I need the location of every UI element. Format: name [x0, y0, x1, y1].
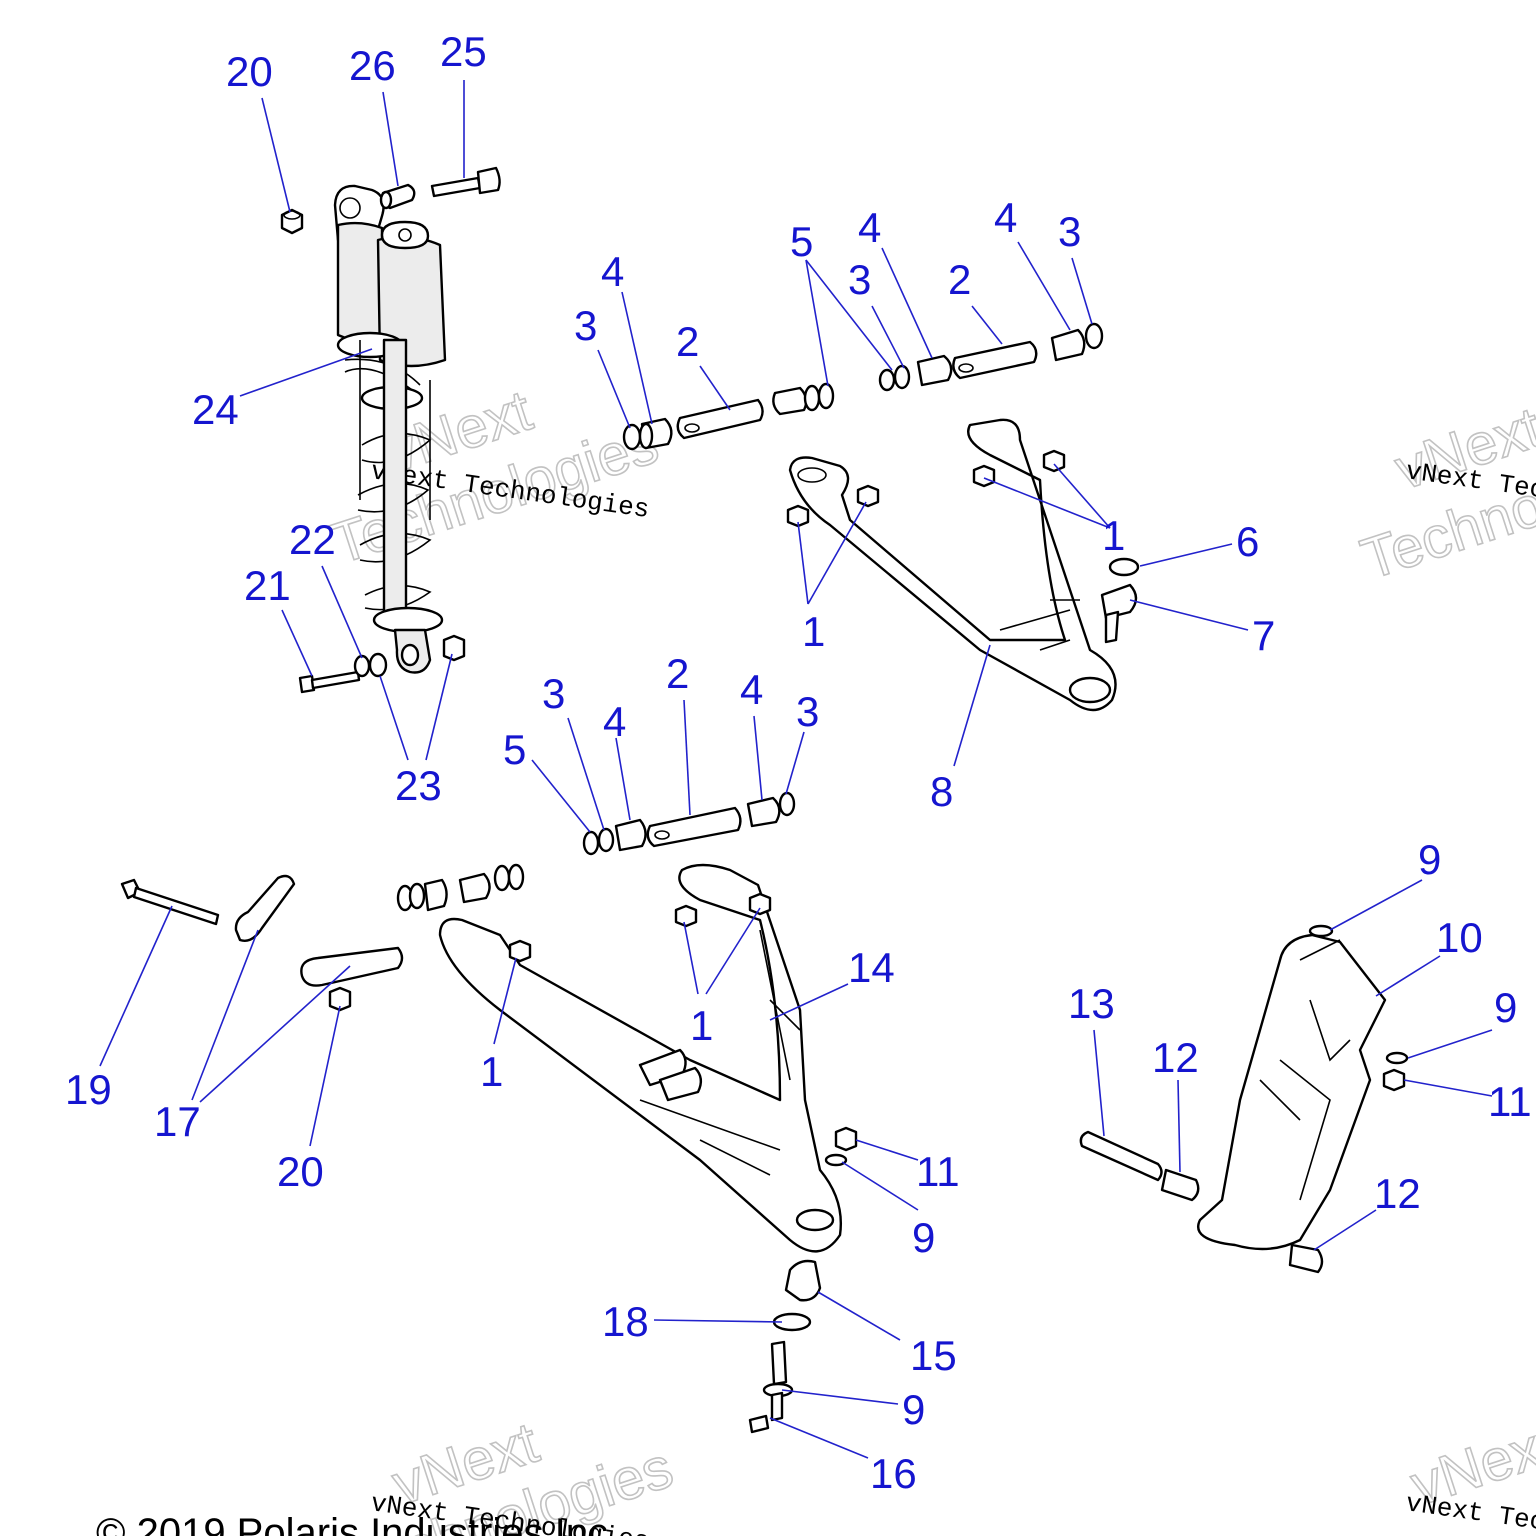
- callout-4-c: 4: [994, 194, 1017, 241]
- callout-3-a: 3: [574, 302, 597, 349]
- upper-arm-pivot-set-right: [878, 322, 1104, 392]
- callout-14: 14: [848, 944, 895, 991]
- callout-numbers: 20 26 25 24 3 4 2 5 3 4 2 4 3 1 6 7 1 8 …: [65, 28, 1532, 1497]
- callout-20-bottom: 20: [277, 1148, 324, 1195]
- callout-11-b: 11: [1488, 1078, 1532, 1125]
- callout-3-b: 3: [848, 256, 871, 303]
- callout-5-b: 5: [503, 726, 526, 773]
- callout-9-b: 9: [902, 1386, 925, 1433]
- callout-2-c: 2: [666, 650, 689, 697]
- callout-21: 21: [244, 562, 291, 609]
- shock-bottom-hardware: [298, 634, 466, 694]
- callout-3-c: 3: [1058, 208, 1081, 255]
- callout-10: 10: [1436, 914, 1483, 961]
- lower-ball-joint: [748, 1259, 822, 1434]
- callout-18: 18: [602, 1298, 649, 1345]
- callout-12-a: 12: [1152, 1034, 1199, 1081]
- callout-9-d: 9: [1494, 984, 1517, 1031]
- callout-6: 6: [1236, 518, 1259, 565]
- callout-1-c: 1: [480, 1048, 503, 1095]
- callout-7: 7: [1252, 612, 1275, 659]
- callout-1-d: 1: [690, 1002, 713, 1049]
- callout-2-a: 2: [676, 318, 699, 365]
- callout-20-top: 20: [226, 48, 273, 95]
- knuckle-bracket: [1197, 924, 1409, 1251]
- shock-absorber: [333, 184, 447, 674]
- callout-11-a: 11: [916, 1148, 960, 1195]
- knuckle-pin-hardware: [1079, 1130, 1324, 1274]
- callout-19: 19: [65, 1066, 112, 1113]
- ball-joint-upper: [1100, 557, 1140, 644]
- callout-22: 22: [289, 516, 336, 563]
- callout-4-d: 4: [603, 698, 626, 745]
- callout-4-b: 4: [858, 204, 881, 251]
- callout-1-a: 1: [1102, 512, 1125, 559]
- shock-top-hardware: [280, 166, 501, 235]
- callout-24: 24: [192, 386, 239, 433]
- callout-9-c: 9: [1418, 836, 1441, 883]
- callout-17: 17: [154, 1098, 201, 1145]
- callout-13: 13: [1068, 980, 1115, 1027]
- callout-26: 26: [349, 42, 396, 89]
- lower-arm-pivot-set: [582, 791, 796, 856]
- callout-9-a: 9: [912, 1214, 935, 1261]
- callout-15: 15: [910, 1332, 957, 1379]
- leader-lines: [99, 80, 1493, 1459]
- copyright-notice: © 2019 Polaris Industries Inc.: [96, 1511, 619, 1536]
- callout-4-e: 4: [740, 666, 763, 713]
- callout-3-e: 3: [796, 688, 819, 735]
- watermark-group: vNext Technologies vNext Technologies vN…: [323, 377, 1536, 1536]
- upper-arm-pivot-set-left: [622, 382, 835, 451]
- callout-12-b: 12: [1374, 1170, 1421, 1217]
- lower-arm-mount-hardware: [120, 874, 404, 1012]
- callout-3-d: 3: [542, 670, 565, 717]
- callout-25: 25: [440, 28, 487, 75]
- callout-1-b: 1: [802, 608, 825, 655]
- upper-a-arm: [786, 418, 1117, 712]
- callout-8: 8: [930, 768, 953, 815]
- lower-a-arm: [438, 863, 858, 1253]
- callout-2-b: 2: [948, 256, 971, 303]
- callout-5-a: 5: [790, 218, 813, 265]
- callout-23: 23: [395, 762, 442, 809]
- callout-4-a: 4: [601, 248, 624, 295]
- callout-16: 16: [870, 1450, 917, 1497]
- lower-arm-front-bushings: [396, 863, 525, 912]
